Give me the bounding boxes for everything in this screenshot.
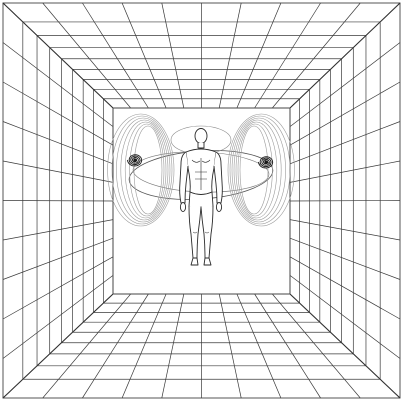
spiral-vortex-left-swirl-core (133, 158, 136, 161)
spiral-vortex-right-swirl-core (264, 160, 267, 163)
figure-head (195, 129, 207, 144)
figure-neck (198, 143, 204, 148)
figure-left-hand (180, 203, 185, 212)
figure-hips (189, 192, 213, 208)
figure-right-hand (216, 203, 221, 212)
